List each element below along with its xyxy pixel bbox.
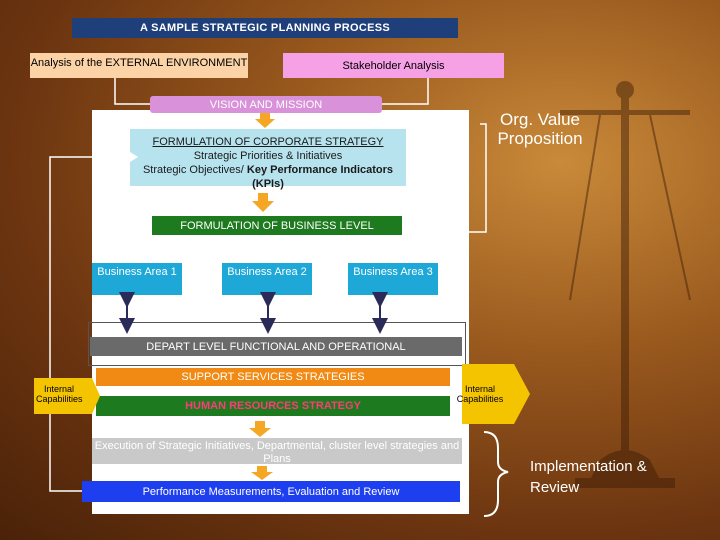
internal-capabilities-left-label: Internal Capabilities xyxy=(36,384,83,404)
corporate-objectives: Strategic Objectives/ Key Performance In… xyxy=(130,163,406,191)
implementation-review-label: Implementation & Review xyxy=(530,458,647,496)
corporate-strategy-box: FORMULATION OF CORPORATE STRATEGY Strate… xyxy=(130,129,406,190)
diagram-title: A SAMPLE STRATEGIC PLANNING PROCESS xyxy=(72,18,458,38)
org-value-proposition: Org. Value Proposition xyxy=(497,110,583,148)
corporate-priorities: Strategic Priorities & Initiatives xyxy=(193,150,343,162)
stakeholder-analysis-box: Stakeholder Analysis xyxy=(283,53,504,78)
objectives-prefix: Strategic Objectives/ xyxy=(142,164,247,176)
support-services-box: SUPPORT SERVICES STRATEGIES xyxy=(96,368,450,386)
internal-capabilities-right-label: Internal Capabilities xyxy=(456,384,504,404)
hr-strategy-box: HUMAN RESOURCES STRATEGY xyxy=(96,396,450,416)
performance-box: Performance Measurements, Evaluation and… xyxy=(82,481,460,502)
business-area-1: Business Area 1 xyxy=(92,263,182,295)
business-area-2: Business Area 2 xyxy=(222,263,312,295)
business-level-box: FORMULATION OF BUSINESS LEVEL xyxy=(152,216,402,235)
execution-box: Execution of Strategic Initiatives, Depa… xyxy=(92,438,462,464)
business-area-3: Business Area 3 xyxy=(348,263,438,295)
kpi-label: Key Performance Indicators (KPIs) xyxy=(246,164,394,190)
corporate-strategy-heading: FORMULATION OF CORPORATE STRATEGY xyxy=(152,136,384,148)
external-analysis-box: Analysis of the EXTERNAL ENVIRONMENT xyxy=(30,53,248,78)
vision-mission-box: VISION AND MISSION xyxy=(150,96,382,113)
department-level-box: DEPART LEVEL FUNCTIONAL AND OPERATIONAL xyxy=(90,337,462,356)
